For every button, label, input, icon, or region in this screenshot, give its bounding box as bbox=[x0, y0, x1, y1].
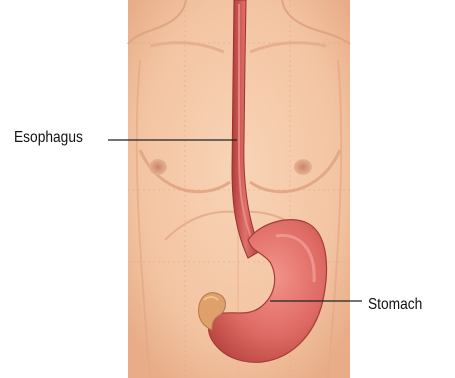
esophagus-label: Esophagus bbox=[14, 129, 83, 147]
nipple-left bbox=[149, 159, 167, 175]
nipple-right bbox=[294, 159, 312, 175]
stomach-label: Stomach bbox=[368, 296, 422, 314]
